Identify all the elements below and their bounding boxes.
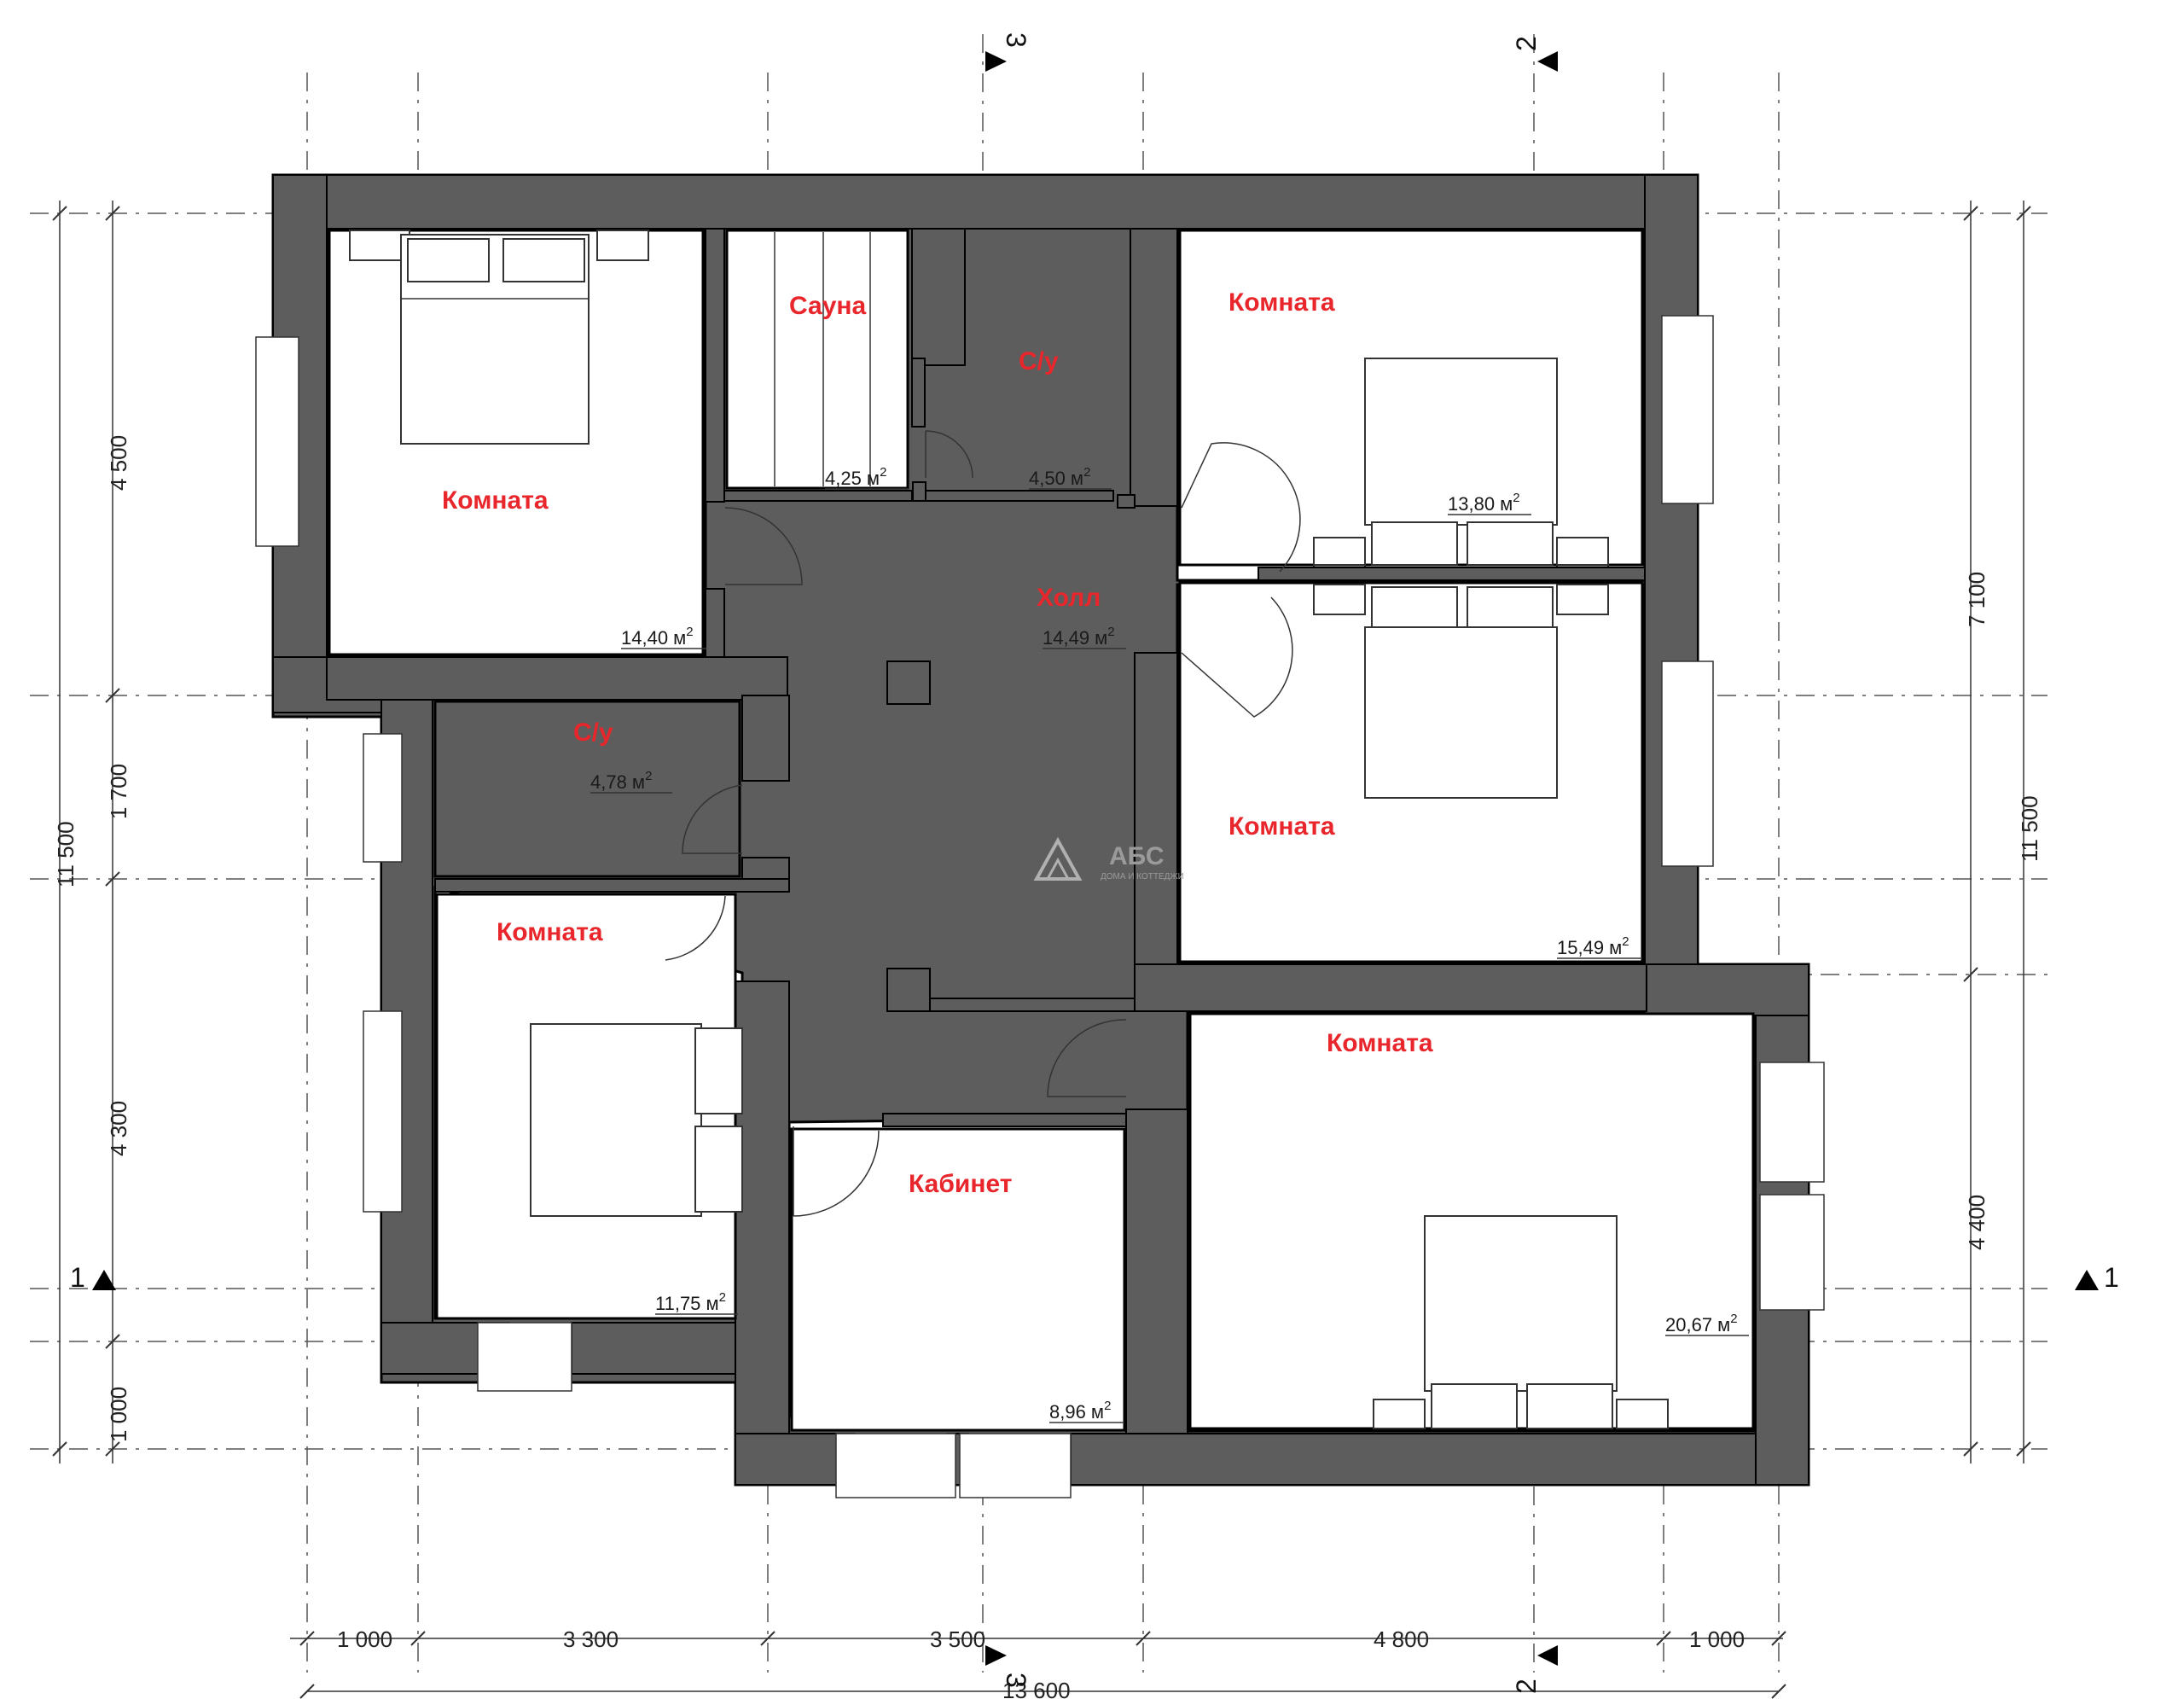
sauna-name: Сауна [789, 292, 867, 320]
wc-north-name: С/у [1019, 347, 1059, 375]
section-2-top-arrow [1537, 51, 1558, 72]
room-labels: Комната Сауна С/у Комната Холл С/у Комна… [442, 288, 1433, 1198]
dim-right-total: 11 500 [2017, 795, 2042, 862]
room-sw-name: Комната [497, 918, 603, 946]
section-3-top-label: 3 [1001, 32, 1031, 48]
brand-tagline: ДОМА И КОТТЕДЖИ [1101, 872, 1184, 882]
wc-west-area: 4,78 м2 [590, 769, 652, 793]
room-ne-area: 13,80 м2 [1448, 491, 1520, 515]
dim-left-2: 1 700 [106, 764, 131, 819]
section-3-bottom-label: 3 [1001, 1673, 1031, 1688]
room-se-name: Комната [1327, 1029, 1433, 1057]
office-area: 8,96 м2 [1049, 1399, 1111, 1423]
area-labels: 14,40 м2 4,25 м2 4,50 м2 13,80 м2 14,49 … [590, 465, 1749, 1423]
wall-rects [272, 174, 1809, 1486]
section-2-bottom-arrow [1537, 1645, 1558, 1666]
doors [665, 430, 1301, 1217]
dim-right-1: 7 100 [1964, 572, 1989, 627]
room-e-area: 15,49 м2 [1557, 934, 1629, 958]
room-interiors [328, 229, 1755, 1432]
section-3-bottom-arrow [985, 1645, 1007, 1666]
section-2-bottom-label: 2 [1511, 1679, 1542, 1694]
room-se-area: 20,67 м2 [1665, 1312, 1738, 1335]
room-nw-area: 14,40 м2 [621, 625, 694, 649]
dim-left-total: 11 500 [53, 821, 78, 887]
office-name: Кабинет [909, 1170, 1012, 1198]
windows [255, 315, 1825, 1498]
dim-bottom-3: 3 500 [930, 1626, 985, 1652]
sauna-area: 4,25 м2 [825, 465, 886, 489]
hall-name: Холл [1037, 584, 1101, 612]
dimensions-bottom: 1 000 3 300 3 500 4 800 1 000 13 600 [290, 1626, 1786, 1699]
section-1-left-arrow [92, 1270, 116, 1290]
furniture-top [349, 230, 1669, 1429]
section-1-right-arrow [2075, 1270, 2099, 1290]
wc-north-area: 4,50 м2 [1029, 465, 1090, 489]
brand-logo: АБС ДОМА И КОТТЕДЖИ [1033, 836, 1184, 882]
dim-bottom-total: 13 600 [1002, 1678, 1071, 1699]
hall-area: 14,49 м2 [1043, 625, 1115, 649]
dim-bottom-1: 1 000 [337, 1626, 392, 1652]
section-markers: 1 1 3 3 2 2 [70, 32, 2119, 1694]
dim-bottom-5: 1 000 [1689, 1626, 1745, 1652]
dim-bottom-2: 3 300 [563, 1626, 619, 1652]
room-e-name: Комната [1228, 812, 1335, 841]
section-2-top-label: 2 [1511, 36, 1542, 51]
room-sw-area: 11,75 м2 [655, 1290, 726, 1314]
brand-name: АБС [1109, 842, 1165, 870]
section-1-right-label: 1 [2104, 1262, 2119, 1293]
dim-bottom-4: 4 800 [1374, 1626, 1429, 1652]
dimensions-left: 4 500 1 700 4 300 1 000 11 500 [52, 201, 131, 1463]
section-1-left-label: 1 [70, 1262, 85, 1293]
room-ne-name: Комната [1228, 288, 1335, 317]
dim-left-3: 4 300 [106, 1101, 131, 1156]
room-nw-name: Комната [442, 486, 549, 515]
wc-west-name: С/у [573, 719, 613, 747]
dim-left-4: 1 000 [106, 1387, 131, 1442]
dim-left-1: 4 500 [106, 435, 131, 491]
dim-right-2: 4 400 [1964, 1195, 1989, 1250]
section-3-top-arrow [985, 51, 1007, 72]
dimensions-right: 7 100 4 400 11 500 [1963, 201, 2042, 1463]
